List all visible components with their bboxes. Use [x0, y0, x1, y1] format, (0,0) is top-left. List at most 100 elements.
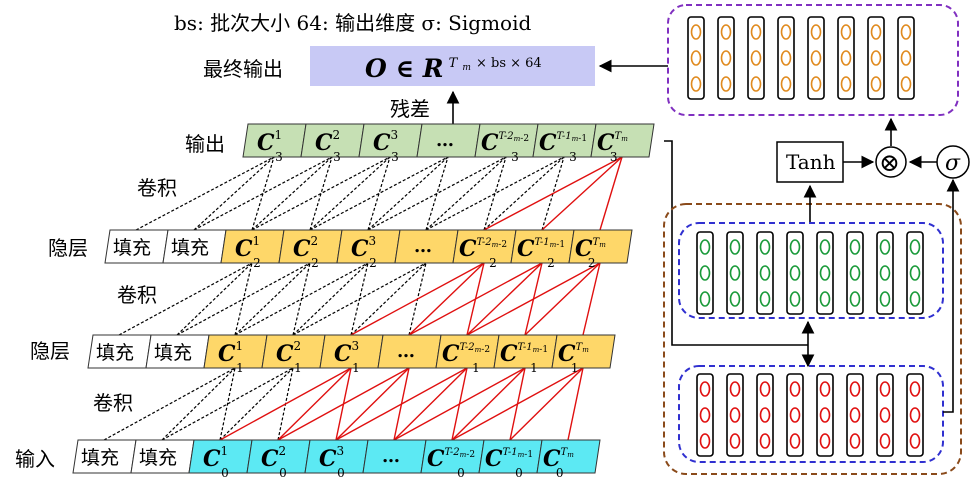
feature-column: [717, 16, 735, 100]
pad-label: 填充: [154, 342, 192, 364]
dashed-connection: [176, 262, 253, 336]
pad-label: 填充: [171, 237, 209, 259]
dashed-connection: [309, 156, 391, 231]
feature-unit: [690, 76, 702, 92]
red-connection: [219, 367, 352, 441]
feature-column: [747, 16, 765, 100]
dashed-connection: [425, 156, 449, 231]
feature-unit: [819, 239, 831, 255]
dashed-connection: [234, 262, 369, 336]
feature-column: [846, 373, 864, 457]
feature-unit: [690, 24, 702, 40]
feature-unit: [879, 239, 891, 255]
red-connection: [277, 367, 352, 441]
multiply-circle: [875, 146, 907, 178]
dashed-connection: [541, 156, 565, 231]
feature-unit: [879, 265, 891, 281]
red-connection: [567, 367, 584, 441]
cell-ellipsis: …: [397, 341, 415, 362]
formula-sup-t: T: [449, 56, 459, 71]
red-connection: [393, 367, 526, 441]
formula-rest: × bs × 64: [476, 56, 542, 71]
feature-unit: [699, 265, 711, 281]
cell-ellipsis: …: [414, 236, 432, 257]
feature-unit: [849, 407, 861, 423]
pad-label: 填充: [81, 447, 119, 469]
feature-unit: [699, 291, 711, 307]
red-connection: [524, 262, 601, 336]
dashed-connection: [234, 262, 311, 336]
feature-column: [846, 231, 864, 315]
feature-column: [906, 373, 924, 457]
feature-unit: [909, 265, 921, 281]
feature-unit: [810, 50, 822, 66]
red-feature-columns: [696, 373, 924, 457]
feature-unit: [789, 381, 801, 397]
feature-unit: [870, 24, 882, 40]
final-output-box: [310, 46, 595, 86]
red-connection: [451, 367, 526, 441]
tanh-box: [776, 141, 844, 183]
dashed-connection: [251, 156, 275, 231]
red-connection: [541, 156, 623, 231]
top-output-columns: [687, 16, 915, 100]
sequence-cell: [590, 123, 655, 158]
feature-unit: [879, 407, 891, 423]
feature-column: [807, 16, 825, 100]
feature-unit: [900, 76, 912, 92]
green-feature-columns: [696, 231, 924, 315]
feature-unit: [819, 265, 831, 281]
feature-unit: [879, 433, 891, 449]
red-connection: [393, 367, 468, 441]
dashed-connection: [367, 156, 507, 231]
feature-unit: [789, 291, 801, 307]
dashed-connection: [425, 156, 565, 231]
sequence-cell: [551, 334, 616, 369]
pad-label: 填充: [96, 342, 134, 364]
formula-main: O ∈ R: [365, 54, 443, 83]
feature-unit: [789, 239, 801, 255]
dashed-connection: [161, 367, 236, 441]
feature-unit: [729, 381, 741, 397]
pad-label: 填充: [139, 447, 177, 469]
feature-unit: [699, 381, 711, 397]
feature-column: [816, 231, 834, 315]
feature-unit: [900, 50, 912, 66]
red-connection: [582, 262, 601, 336]
red-connection: [277, 367, 410, 441]
feature-unit: [750, 76, 762, 92]
feature-unit: [759, 407, 771, 423]
feature-unit: [849, 239, 861, 255]
multiply-symbol: ⊗: [879, 148, 900, 177]
red-connection: [335, 367, 410, 441]
top-output-group: [667, 4, 959, 116]
feature-column: [777, 16, 795, 100]
feature-unit: [759, 239, 771, 255]
feature-column: [756, 231, 774, 315]
feature-unit: [759, 381, 771, 397]
red-feature-group: [678, 365, 944, 463]
feature-unit: [750, 50, 762, 66]
dashed-connection: [350, 262, 427, 336]
feature-unit: [909, 239, 921, 255]
feature-unit: [720, 24, 732, 40]
feature-unit: [789, 433, 801, 449]
feature-unit: [780, 50, 792, 66]
red-connection: [350, 262, 485, 336]
sigma-symbol: σ: [945, 151, 961, 176]
row-label-hidden1: 隐层: [30, 339, 70, 363]
feature-unit: [819, 407, 831, 423]
